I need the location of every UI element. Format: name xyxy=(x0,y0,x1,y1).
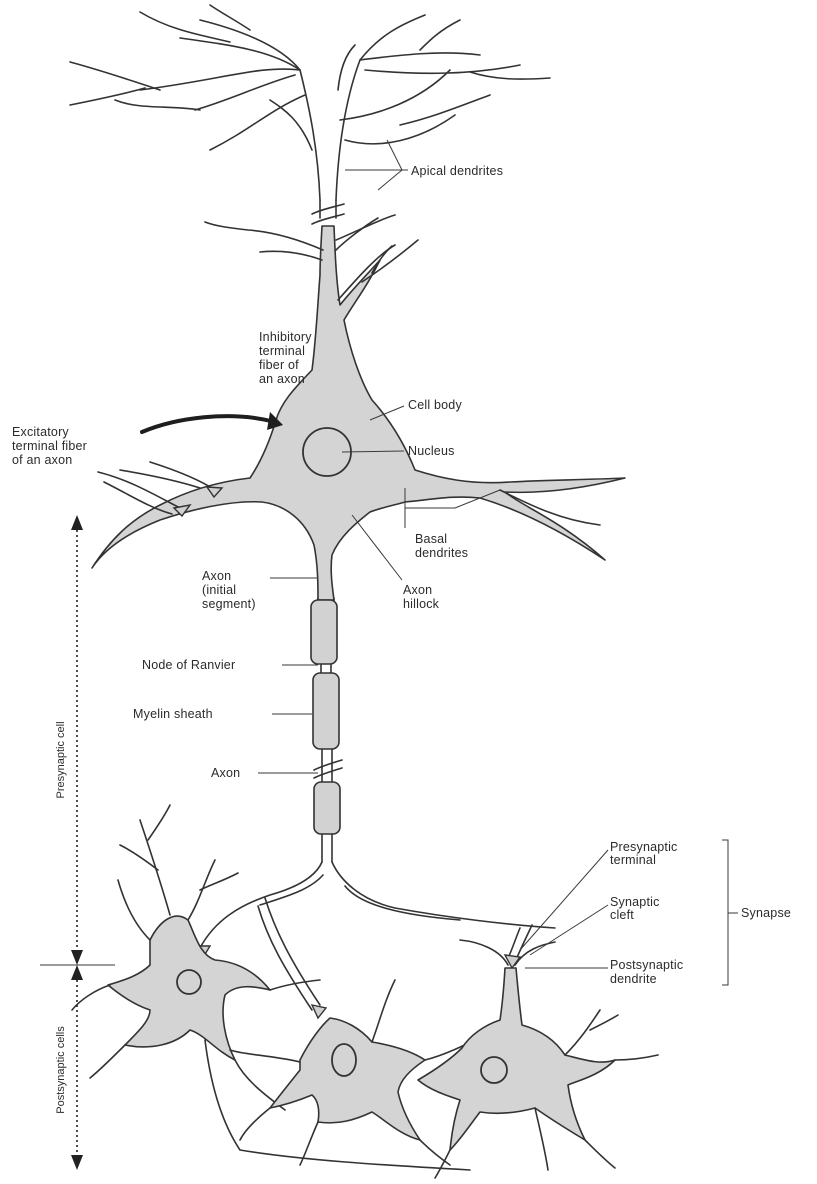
label-presynaptic-terminal-1: Presynaptic xyxy=(610,840,678,854)
inhibitory-terminal-fiber xyxy=(142,412,283,432)
label-excitatory-2: terminal fiber xyxy=(12,439,87,453)
label-nucleus: Nucleus xyxy=(408,444,455,458)
label-node-of-ranvier: Node of Ranvier xyxy=(142,658,235,672)
label-apical-dendrites: Apical dendrites xyxy=(411,164,503,178)
myelin-segment-1 xyxy=(311,600,337,664)
apical-shaft-break xyxy=(312,200,344,224)
label-myelin-sheath: Myelin sheath xyxy=(133,707,213,721)
label-inhibitory-2: terminal xyxy=(259,344,305,358)
label-excitatory-1: Excitatory xyxy=(12,425,69,439)
label-inhibitory-1: Inhibitory xyxy=(259,330,312,344)
myelin-segment-2 xyxy=(313,673,339,749)
label-inhibitory-3: fiber of xyxy=(259,358,299,372)
label-postsynaptic-dendrite-1: Postsynaptic xyxy=(610,958,683,972)
label-cell-body: Cell body xyxy=(408,398,462,412)
label-basal-1: Basal xyxy=(415,532,447,546)
label-axon-initial-2: (initial xyxy=(202,583,236,597)
presynaptic-neuron xyxy=(92,215,625,600)
label-axon-hillock-1: Axon xyxy=(403,583,432,597)
axon-collaterals xyxy=(197,862,555,1018)
label-axon: Axon xyxy=(211,766,240,780)
label-axon-initial-3: segment) xyxy=(202,597,256,611)
axon-segments xyxy=(311,598,342,862)
postsynaptic-cell-1 xyxy=(72,805,470,1170)
label-synaptic-cleft-2: cleft xyxy=(610,908,634,922)
label-inhibitory-4: an axon xyxy=(259,372,305,386)
label-excitatory-3: of an axon xyxy=(12,453,72,467)
label-basal-2: dendrites xyxy=(415,546,468,560)
synapse-bracket xyxy=(722,840,728,985)
label-axon-initial-1: Axon xyxy=(202,569,231,583)
label-axon-hillock-2: hillock xyxy=(403,597,440,611)
label-postsynaptic-cells: Postsynaptic cells xyxy=(55,1026,67,1114)
label-synaptic-cleft-1: Synaptic xyxy=(610,895,660,909)
label-presynaptic-cell: Presynaptic cell xyxy=(55,721,67,798)
postsynaptic-cells-bracket xyxy=(71,965,83,1170)
label-synapse: Synapse xyxy=(741,906,791,920)
label-presynaptic-terminal-2: terminal xyxy=(610,853,656,867)
presynaptic-cell-bracket xyxy=(71,515,83,965)
myelin-segment-3 xyxy=(314,782,340,834)
label-postsynaptic-dendrite-2: dendrite xyxy=(610,972,657,986)
